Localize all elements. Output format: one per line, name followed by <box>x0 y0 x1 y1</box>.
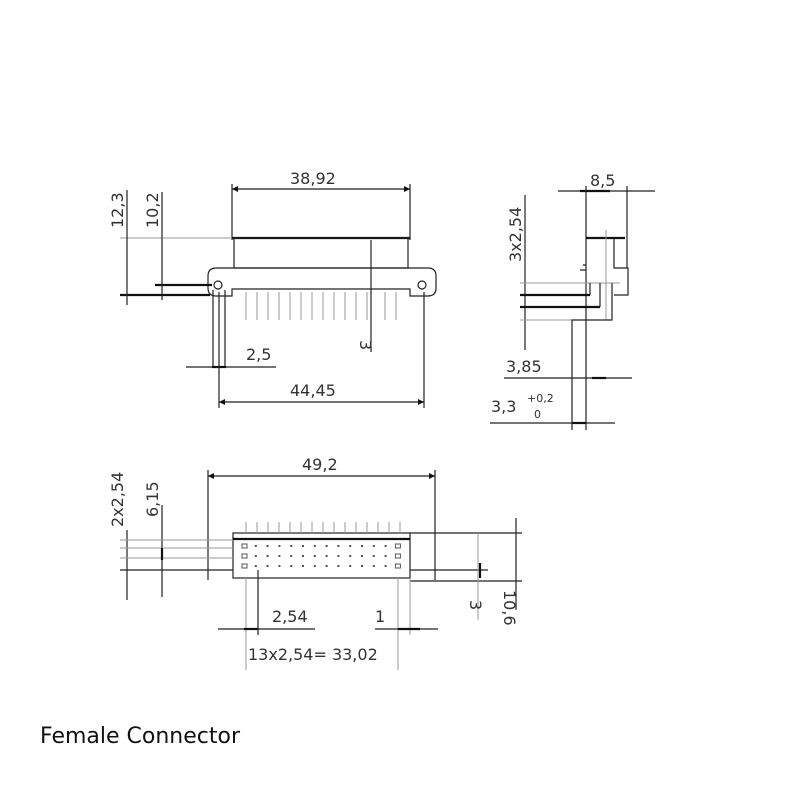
contact <box>384 545 387 547</box>
contact <box>394 563 401 569</box>
contact <box>384 565 387 567</box>
contact <box>349 545 352 547</box>
contact <box>278 565 281 567</box>
contact <box>254 555 257 557</box>
contact <box>313 565 316 567</box>
contact <box>325 555 328 557</box>
dim-10-6: 10,6 <box>500 590 519 626</box>
contact <box>290 555 293 557</box>
contact <box>278 555 281 557</box>
contact <box>241 553 248 559</box>
contact <box>394 543 401 549</box>
contact <box>337 545 340 547</box>
dim-44-45: 44,45 <box>290 381 336 400</box>
contact <box>361 545 363 547</box>
dim-38-92: 38,92 <box>290 169 336 188</box>
dim-3-85: 3,85 <box>506 357 542 376</box>
dim-8-5: 8,5 <box>590 171 615 190</box>
contact <box>241 563 248 569</box>
contact <box>313 545 316 547</box>
tolerance-lower: 0 <box>534 408 541 421</box>
dim-2x2-54: 2x2,54 <box>108 472 127 527</box>
contact <box>290 545 293 547</box>
contact <box>302 565 304 567</box>
pins-top <box>245 292 397 320</box>
contact <box>313 555 316 557</box>
dim-1: 1 <box>375 607 385 626</box>
mount-hole-right <box>417 280 427 290</box>
contact <box>241 543 248 549</box>
contact <box>349 555 352 557</box>
dim-3-3: 3,3 <box>491 397 516 416</box>
top-view: 38,92 12,3 10,2 3 2,5 44,45 <box>108 169 437 408</box>
contact <box>325 565 328 567</box>
contact <box>254 545 257 547</box>
mount-hole-left <box>213 280 223 290</box>
dim-49-2: 49,2 <box>302 455 338 474</box>
dim-3-top: 3 <box>356 340 375 350</box>
tolerance-upper: +0,2 <box>527 392 554 405</box>
contact <box>349 565 352 567</box>
figure-caption: Female Connector <box>40 724 241 749</box>
dim-13x2-54: 13x2,54= 33,02 <box>248 645 378 664</box>
bottom-view: 49,2 2x2,54 6,15 3 10,6 <box>108 455 522 670</box>
contact <box>337 565 340 567</box>
contact <box>361 555 363 557</box>
contact <box>302 545 304 547</box>
contact <box>278 545 281 547</box>
contact <box>266 555 269 557</box>
dim-2-54: 2,54 <box>272 607 308 626</box>
dim-3x2-54: 3x2,54 <box>506 207 525 262</box>
dim-3-bottom: 3 <box>466 600 485 610</box>
contact <box>325 545 328 547</box>
pins-bottom <box>245 522 401 533</box>
side-view: 8,5 3x2,54 3,85 3,3 +0,2 0 <box>490 171 655 430</box>
contact <box>372 545 375 547</box>
dim-6-15: 6,15 <box>143 481 162 517</box>
dim-12-3: 12,3 <box>108 192 127 228</box>
contact <box>337 555 340 557</box>
dim-10-2: 10,2 <box>143 192 162 228</box>
contact <box>254 565 257 567</box>
contact <box>361 565 363 567</box>
contact <box>384 555 387 557</box>
contact <box>372 555 375 557</box>
contact <box>394 553 401 559</box>
contact <box>266 545 269 547</box>
contact <box>302 555 304 557</box>
contact <box>290 565 293 567</box>
contact-grid <box>241 543 401 569</box>
contact <box>372 565 375 567</box>
dim-2-5: 2,5 <box>246 345 271 364</box>
contact <box>266 565 269 567</box>
